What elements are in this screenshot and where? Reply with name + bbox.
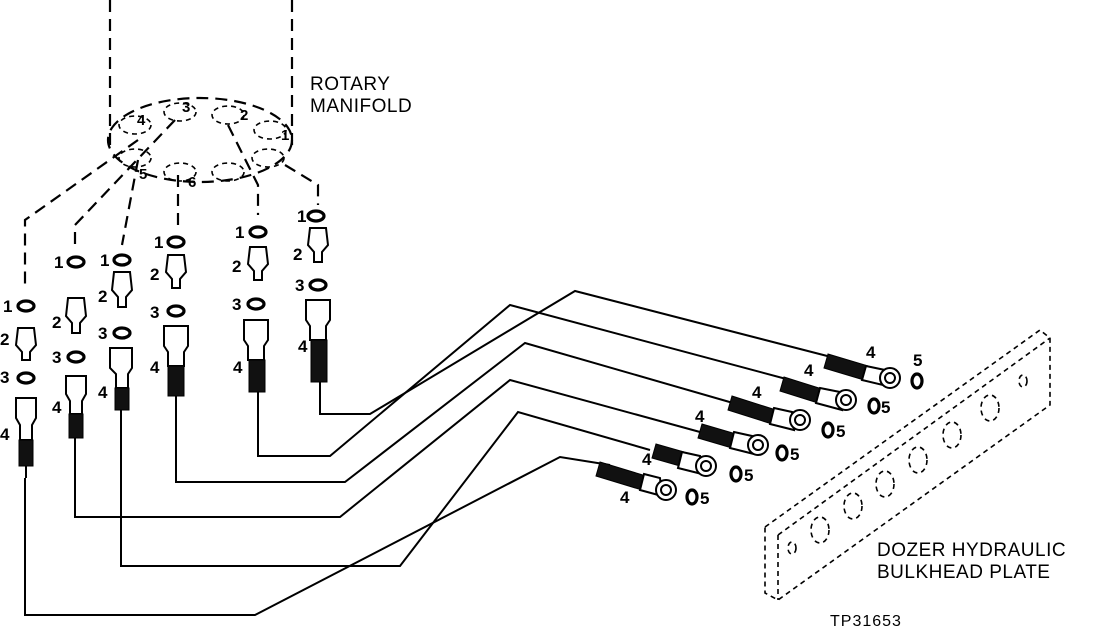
- part-number-4: 4: [52, 398, 62, 417]
- part-number-3: 3: [232, 295, 241, 314]
- port-label-1: 1: [281, 127, 289, 144]
- part-number-2: 2: [98, 287, 107, 306]
- part-number-1: 1: [235, 223, 244, 242]
- part-number-3: 3: [150, 303, 159, 322]
- part-number-4: 4: [620, 488, 630, 507]
- part-number-5: 5: [744, 466, 753, 485]
- part-number-4: 4: [642, 450, 652, 469]
- bulkhead-fitting-1: 4 5: [823, 343, 924, 390]
- bulkhead-fitting-3: 4 5: [727, 383, 845, 441]
- bulkhead-plate-holes: [787, 374, 1028, 555]
- fitting-column-4: 1 2 3 4: [150, 233, 189, 397]
- port-label-6: 6: [188, 174, 196, 191]
- bulkhead-fitting-5: 4 5: [642, 443, 753, 485]
- part-number-2: 2: [293, 245, 302, 264]
- part-number-4: 4: [233, 358, 243, 377]
- connection-lines: [24, 289, 836, 616]
- bulkhead-plate: [764, 328, 1051, 601]
- part-number-5: 5: [790, 445, 799, 464]
- part-number-4: 4: [752, 383, 762, 402]
- part-number-1: 1: [297, 207, 306, 226]
- part-number-2: 2: [52, 313, 61, 332]
- fitting-column-5: 1 2 3 4: [232, 223, 270, 393]
- bulkhead-fitting-2: 4 5: [779, 361, 890, 417]
- manifold-port-holes: [118, 102, 287, 182]
- rotary-manifold-label-line2: MANIFOLD: [310, 96, 412, 117]
- part-number-4: 4: [804, 361, 814, 380]
- part-number-1: 1: [3, 297, 12, 316]
- port-label-4: 4: [137, 112, 146, 129]
- fitting-column-2: 1 2 3 4: [52, 253, 88, 439]
- part-number-5: 5: [913, 351, 922, 370]
- part-number-3: 3: [98, 324, 107, 343]
- fitting-column-1: 1 2 3 4: [0, 297, 38, 478]
- part-number-4: 4: [298, 337, 308, 356]
- part-number-2: 2: [232, 257, 241, 276]
- part-number-4: 4: [98, 383, 108, 402]
- bulkhead-fitting-6: 4 5: [595, 461, 709, 508]
- rotary-manifold-label-line1: ROTARY: [310, 74, 390, 95]
- part-number-5: 5: [881, 398, 890, 417]
- rotary-manifold: 4 3 2 1 5 6: [106, 0, 294, 191]
- figure-id: TP31653: [830, 613, 902, 630]
- part-number-3: 3: [295, 276, 304, 295]
- bulkhead-label-line2: BULKHEAD PLATE: [877, 562, 1050, 583]
- port-label-5: 5: [139, 166, 147, 183]
- part-number-5: 5: [836, 422, 845, 441]
- fitting-column-3: 1 2 3 4: [98, 251, 134, 411]
- part-number-2: 2: [150, 265, 159, 284]
- part-number-1: 1: [154, 233, 163, 252]
- dashed-leaders: [23, 119, 320, 290]
- part-number-5: 5: [700, 489, 709, 508]
- part-number-1: 1: [54, 253, 63, 272]
- part-number-4: 4: [150, 358, 160, 377]
- part-number-4: 4: [695, 407, 705, 426]
- bulkhead-fitting-4: 4 5: [695, 407, 799, 464]
- part-number-3: 3: [0, 368, 9, 387]
- part-number-3: 3: [52, 348, 61, 367]
- port-label-3: 3: [182, 99, 190, 116]
- part-number-4: 4: [866, 343, 876, 362]
- fitting-column-6: 1 2 3 4: [293, 207, 331, 383]
- bulkhead-label-line1: DOZER HYDRAULIC: [877, 540, 1066, 561]
- part-number-2: 2: [0, 330, 9, 349]
- part-number-1: 1: [100, 251, 109, 270]
- bulkhead-fittings: 4 5 4 5 4 5 4: [595, 343, 924, 508]
- port-label-2: 2: [240, 107, 248, 124]
- part-number-4: 4: [0, 425, 10, 444]
